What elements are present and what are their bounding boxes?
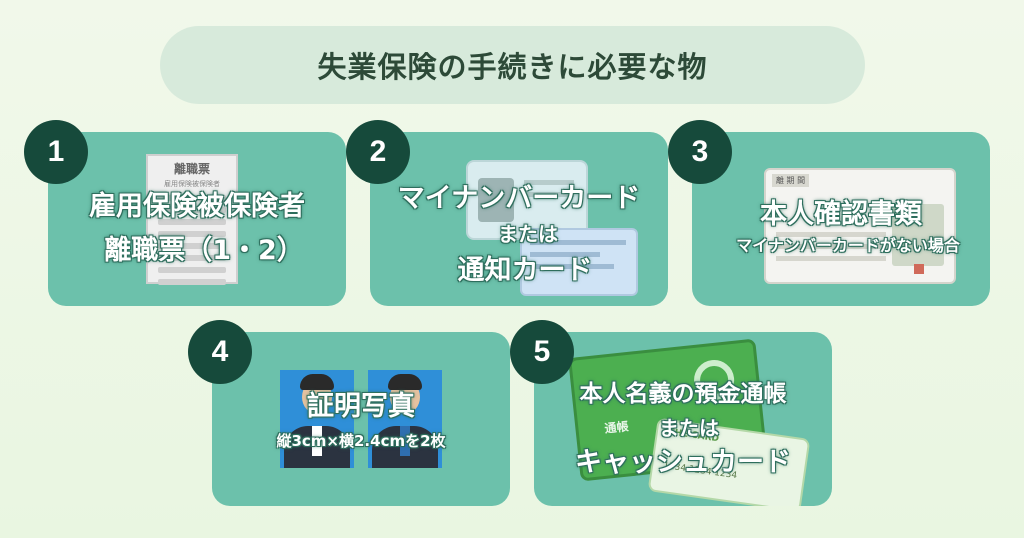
card-5-line-2: または <box>659 416 719 440</box>
notification-card-image <box>520 228 638 296</box>
card-2-line-2: または <box>498 222 558 246</box>
card-1-line-1: 雇用保険被保険者 <box>89 191 305 222</box>
step-badge-1: 1 <box>24 120 88 184</box>
item-card-3: 離 期 間 本人確認書類 マイナンバーカードがない場合 <box>692 132 990 306</box>
step-badge-5: 5 <box>510 320 574 384</box>
separation-notice-image: 離職票 雇用保険被保険者 <box>146 154 238 285</box>
item-card-2: マイナンバーカード または 通知カード <box>370 132 668 306</box>
card-2-line-3: 通知カード <box>457 255 593 286</box>
doc-heading: 離職票 <box>173 162 210 176</box>
card-4-line-1: 証明写真 <box>307 391 415 422</box>
license-label: 離 期 間 <box>772 174 810 187</box>
card-5-line-1: 本人名義の預金通帳 <box>579 381 787 407</box>
card-5-line-3: キャッシュカード <box>575 447 791 478</box>
step-badge-2: 2 <box>346 120 410 184</box>
doc-sub: 雇用保険被保険者 <box>164 180 220 188</box>
card-4-line-2: 縦3cm×横2.4cmを2枚 <box>276 432 446 450</box>
card-3-line-2: マイナンバーカードがない場合 <box>736 236 960 255</box>
drivers-license-image: 離 期 間 <box>764 168 956 284</box>
step-badge-4: 4 <box>188 320 252 384</box>
card-3-line-1: 本人確認書類 <box>760 199 922 230</box>
item-card-1: 離職票 雇用保険被保険者 雇用保険被保険者 離職票（1・2） <box>48 132 346 306</box>
step-badge-3: 3 <box>668 120 732 184</box>
id-photo-1 <box>280 370 354 468</box>
item-card-4: 証明写真 縦3cm×横2.4cmを2枚 <box>212 332 510 506</box>
card-2-line-1: マイナンバーカード <box>397 183 641 214</box>
id-photo-2 <box>368 370 442 468</box>
card-1-line-2: 離職票（1・2） <box>104 235 304 266</box>
page-title: 失業保険の手続きに必要な物 <box>160 26 865 104</box>
item-card-5: 通帳 CHE CARD 1234 1234 1234 本人名義の預金通帳 または… <box>534 332 832 506</box>
